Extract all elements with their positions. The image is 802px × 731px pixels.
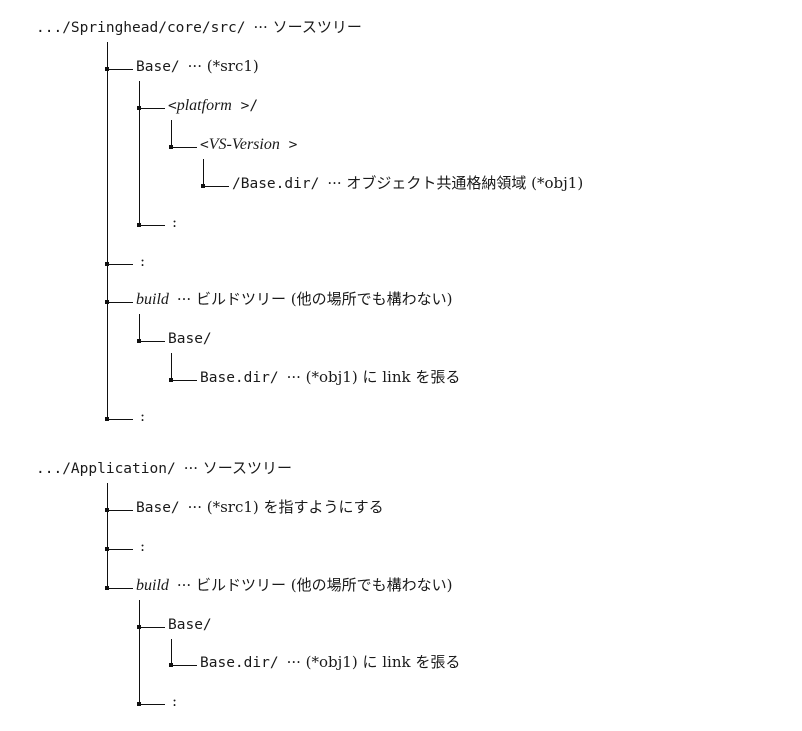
tree-node-marker: [137, 223, 141, 227]
build-name: build: [136, 291, 169, 308]
app-base-path: Base/: [136, 500, 180, 516]
application-comment: ··· ソースツリー: [183, 459, 293, 477]
tree-node-marker: [105, 417, 109, 421]
tree-connector-horizontal: [139, 225, 165, 227]
tree-connector-horizontal: [107, 549, 133, 551]
tree-node-marker: [137, 702, 141, 706]
base-dir-line: /Base.dir/ ··· オブジェクト共通格納領域 (*obj1): [232, 173, 583, 194]
ellipsis-mid: :: [140, 252, 146, 270]
application-path: .../Application/: [36, 461, 176, 477]
app-base-comment: ··· (*src1) を指すようにする: [187, 498, 384, 516]
tree-node-marker: [105, 508, 109, 512]
tree-connector-horizontal: [107, 302, 133, 304]
tree-node-marker: [169, 145, 173, 149]
tree-node-marker: [201, 184, 205, 188]
platform-line: <platform >/: [168, 95, 258, 116]
base-line: Base/ ··· (*src1): [136, 56, 259, 77]
app-build-base-line: Base/: [168, 614, 212, 635]
build-base-line: Base/: [168, 328, 212, 349]
tree-connector-vertical: [171, 353, 173, 381]
tree-connector-vertical: [139, 314, 141, 342]
tree-node-marker: [105, 547, 109, 551]
app-build-comment: ··· ビルドツリー (他の場所でも構わない): [176, 576, 453, 594]
tree-connector-horizontal: [139, 627, 165, 629]
tree-node-marker: [169, 378, 173, 382]
base-dir-comment: ··· オブジェクト共通格納領域 (*obj1): [327, 174, 584, 192]
tree-node-marker: [137, 106, 141, 110]
tree-connector-horizontal: [139, 341, 165, 343]
tree-connector-vertical: [139, 600, 141, 705]
tree-node-marker: [105, 262, 109, 266]
vs-version-gt: >: [279, 137, 298, 153]
base-path: Base/: [136, 59, 180, 75]
tree-connector-vertical: [203, 159, 205, 187]
tree-connector-horizontal: [139, 704, 165, 706]
tree-connector-vertical: [171, 639, 173, 666]
tree-connector-horizontal: [139, 108, 165, 110]
tree-node-marker: [169, 663, 173, 667]
tree-connector-vertical: [139, 81, 141, 226]
tree-connector-vertical: [171, 120, 173, 148]
tree-connector-horizontal: [107, 264, 133, 266]
vs-version-lt: <: [200, 137, 209, 153]
ellipsis-end: :: [140, 407, 146, 425]
springhead-src-root-line: .../Springhead/core/src/ ··· ソースツリー: [36, 17, 362, 38]
springhead-src-path: .../Springhead/core/src/: [36, 20, 246, 36]
build-base-dir-line: Base.dir/ ··· (*obj1) に link を張る: [200, 367, 460, 388]
tree-connector-horizontal: [107, 419, 133, 421]
app-build-base-dir-comment: ··· (*obj1) に link を張る: [286, 653, 461, 671]
tree-node-marker: [105, 300, 109, 304]
platform-gt: >/: [231, 98, 259, 114]
tree-node-marker: [105, 586, 109, 590]
tree-connector-horizontal: [171, 665, 197, 667]
ellipsis-inner: :: [172, 213, 178, 231]
platform-name: platform: [176, 97, 232, 114]
tree-node-marker: [137, 625, 141, 629]
tree-connector-vertical: [107, 42, 109, 420]
build-comment: ··· ビルドツリー (他の場所でも構わない): [176, 290, 453, 308]
tree-connector-horizontal: [171, 380, 197, 382]
tree-connector-horizontal: [107, 69, 133, 71]
tree-node-marker: [105, 67, 109, 71]
tree-connector-vertical: [107, 483, 109, 589]
app-ellipsis-mid: :: [140, 537, 146, 555]
base-dir-path: /Base.dir/: [232, 176, 320, 192]
platform-lt: <: [168, 98, 177, 114]
app-build-line: build ··· ビルドツリー (他の場所でも構わない): [136, 575, 452, 596]
app-base-line: Base/ ··· (*src1) を指すようにする: [136, 497, 384, 518]
app-build-base-path: Base/: [168, 617, 212, 633]
vs-version-line: <VS-Version >: [200, 134, 297, 155]
vs-version-name: VS-Version: [208, 136, 280, 153]
base-comment: ··· (*src1): [187, 57, 259, 75]
app-build-base-dir-line: Base.dir/ ··· (*obj1) に link を張る: [200, 652, 460, 673]
build-line: build ··· ビルドツリー (他の場所でも構わない): [136, 289, 452, 310]
app-build-base-dir-path: Base.dir/: [200, 655, 279, 671]
tree-connector-horizontal: [171, 147, 197, 149]
build-base-dir-path: Base.dir/: [200, 370, 279, 386]
tree-node-marker: [137, 339, 141, 343]
springhead-src-comment: ··· ソースツリー: [253, 18, 362, 36]
build-base-dir-comment: ··· (*obj1) に link を張る: [286, 368, 461, 386]
tree-connector-horizontal: [203, 186, 229, 188]
application-root-line: .../Application/ ··· ソースツリー: [36, 458, 292, 479]
app-build-name: build: [136, 577, 169, 594]
tree-connector-horizontal: [107, 510, 133, 512]
tree-connector-horizontal: [107, 588, 133, 590]
app-ellipsis-end: :: [172, 692, 178, 710]
build-base-path: Base/: [168, 331, 212, 347]
